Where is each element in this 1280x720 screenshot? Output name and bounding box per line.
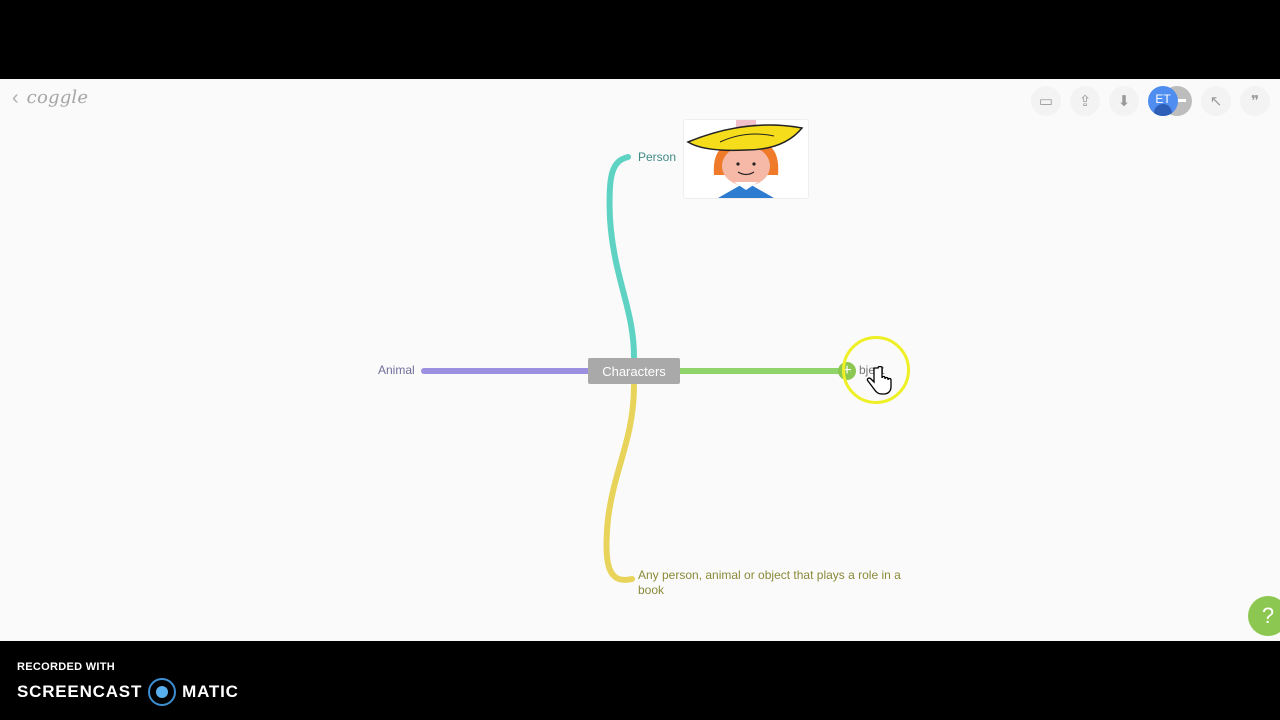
madeline-image-node[interactable] <box>683 119 809 199</box>
coggle-canvas[interactable]: ‹ coggle ▭ ⇪ ⬇ ET ↖ ❞ Characters Person … <box>0 79 1280 641</box>
comments-quote-icon[interactable]: ❞ <box>1240 86 1270 116</box>
download-icon[interactable]: ⬇ <box>1109 86 1139 116</box>
record-dot-icon <box>148 678 177 706</box>
chevron-left-icon: ‹ <box>12 86 19 109</box>
coggle-logo: coggle <box>26 87 89 108</box>
branch-person[interactable] <box>606 154 637 360</box>
madeline-illustration <box>684 120 808 198</box>
hand-cursor-icon <box>866 366 892 395</box>
branch-definition[interactable] <box>603 382 637 583</box>
collaborators[interactable]: ET <box>1148 86 1192 116</box>
screencast-o-matic-watermark: RECORDED WITH SCREENCAST MATIC <box>17 661 239 706</box>
present-icon[interactable]: ▭ <box>1031 86 1061 116</box>
share-upload-icon[interactable]: ⇪ <box>1070 86 1100 116</box>
help-button[interactable]: ? <box>1248 596 1280 636</box>
click-highlight-ring <box>842 336 910 404</box>
user-silhouette-icon <box>1154 104 1172 116</box>
top-toolbar: ▭ ⇪ ⬇ ET ↖ ❞ <box>1031 86 1270 116</box>
back-to-home-link[interactable]: ‹ coggle <box>12 87 88 108</box>
video-letterbox-bottom: RECORDED WITH SCREENCAST MATIC <box>0 641 1280 720</box>
mindmap-branches <box>421 154 845 583</box>
history-icon[interactable]: ↖ <box>1201 86 1231 116</box>
central-node[interactable]: Characters <box>588 358 680 384</box>
avatar[interactable]: ET <box>1148 86 1178 116</box>
node-person[interactable]: Person <box>638 150 677 164</box>
node-animal[interactable]: Animal <box>378 363 415 377</box>
video-letterbox-top <box>0 0 1280 79</box>
node-definition[interactable]: Any person, animal or object that plays … <box>638 568 901 597</box>
